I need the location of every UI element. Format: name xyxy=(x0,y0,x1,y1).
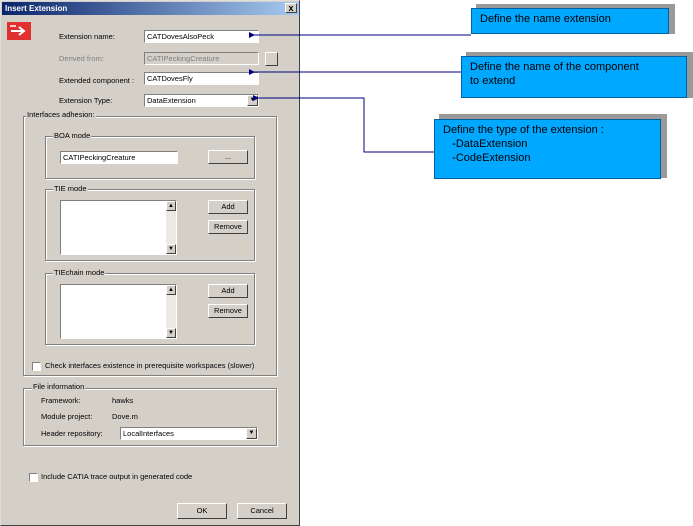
framework-label: Framework: xyxy=(41,396,81,405)
extension-type-select[interactable]: DataExtension ▼ xyxy=(144,94,259,107)
header-repository-label: Header repository: xyxy=(41,429,103,438)
scroll-up-icon[interactable]: ▲ xyxy=(166,201,176,211)
extension-name-input[interactable]: CATDovesAlsoPeck xyxy=(144,30,259,43)
derived-from-label: Derived from: xyxy=(59,54,105,63)
tiechain-list-scrollbar[interactable]: ▲ ▼ xyxy=(166,285,176,338)
file-information-group xyxy=(23,388,277,446)
chevron-down-icon[interactable]: ▼ xyxy=(246,428,257,439)
callout-type: Define the type of the extension : -Data… xyxy=(434,119,661,179)
arrow-type xyxy=(253,95,434,153)
trace-output-label: Include CATIA trace output in generated … xyxy=(41,472,193,481)
tiechain-mode-title: TIEchain mode xyxy=(53,268,106,277)
callout-component: Define the name of the component to exte… xyxy=(461,56,687,98)
boa-mode-title: BOA mode xyxy=(53,131,92,140)
interfaces-adhesion-title: Interfaces adhesion: xyxy=(26,110,96,119)
tiechain-add-button[interactable]: Add xyxy=(208,284,248,298)
module-project-value: Dove.m xyxy=(112,412,138,421)
ok-button[interactable]: OK xyxy=(177,503,227,519)
check-interfaces-checkbox[interactable] xyxy=(32,362,41,371)
trace-output-checkbox[interactable] xyxy=(29,473,38,482)
insert-extension-dialog: Insert Extension x Extension name: CATDo… xyxy=(0,0,300,526)
callout-name: Define the name extension xyxy=(471,8,669,34)
scroll-down-icon[interactable]: ▼ xyxy=(166,328,176,338)
tiechain-mode-group xyxy=(45,273,255,345)
tie-list-scrollbar[interactable]: ▲ ▼ xyxy=(166,201,176,254)
boa-browse-button[interactable]: ... xyxy=(208,150,248,164)
extension-type-label: Extension Type: xyxy=(59,96,113,105)
file-information-title: File information xyxy=(32,382,86,391)
boa-mode-group xyxy=(45,136,255,179)
check-interfaces-label: Check interfaces existence in prerequisi… xyxy=(45,361,255,370)
cancel-button[interactable]: Cancel xyxy=(237,503,287,519)
derived-from-input: CATIPeckingCreature xyxy=(144,52,259,65)
boa-interface-input[interactable]: CATIPeckingCreature xyxy=(60,151,178,164)
close-icon[interactable]: x xyxy=(285,3,297,13)
interfaces-adhesion-group xyxy=(23,116,277,376)
extended-component-label: Extended component : xyxy=(59,76,135,85)
scroll-up-icon[interactable]: ▲ xyxy=(166,285,176,295)
extension-name-label: Extension name: xyxy=(59,32,115,41)
tiechain-interfaces-list[interactable]: ▲ ▼ xyxy=(60,284,177,339)
dialog-title: Insert Extension xyxy=(5,4,68,13)
dialog-titlebar: Insert Extension x xyxy=(2,2,299,15)
scroll-down-icon[interactable]: ▼ xyxy=(166,244,176,254)
tie-remove-button[interactable]: Remove xyxy=(208,220,248,234)
module-project-label: Module project: xyxy=(41,412,93,421)
header-repository-value: LocalInterfaces xyxy=(123,429,174,438)
framework-value: hawks xyxy=(112,396,134,405)
extension-icon xyxy=(7,22,31,40)
extended-component-input[interactable]: CATDovesFly xyxy=(144,72,259,85)
tie-mode-group xyxy=(45,189,255,261)
tiechain-remove-button[interactable]: Remove xyxy=(208,304,248,318)
tie-interfaces-list[interactable]: ▲ ▼ xyxy=(60,200,177,255)
tie-mode-title: TIE mode xyxy=(53,184,88,193)
tie-add-button[interactable]: Add xyxy=(208,200,248,214)
header-repository-select[interactable]: LocalInterfaces ▼ xyxy=(120,427,258,440)
extension-type-value: DataExtension xyxy=(147,96,196,105)
derived-from-browse-button[interactable] xyxy=(265,52,278,66)
